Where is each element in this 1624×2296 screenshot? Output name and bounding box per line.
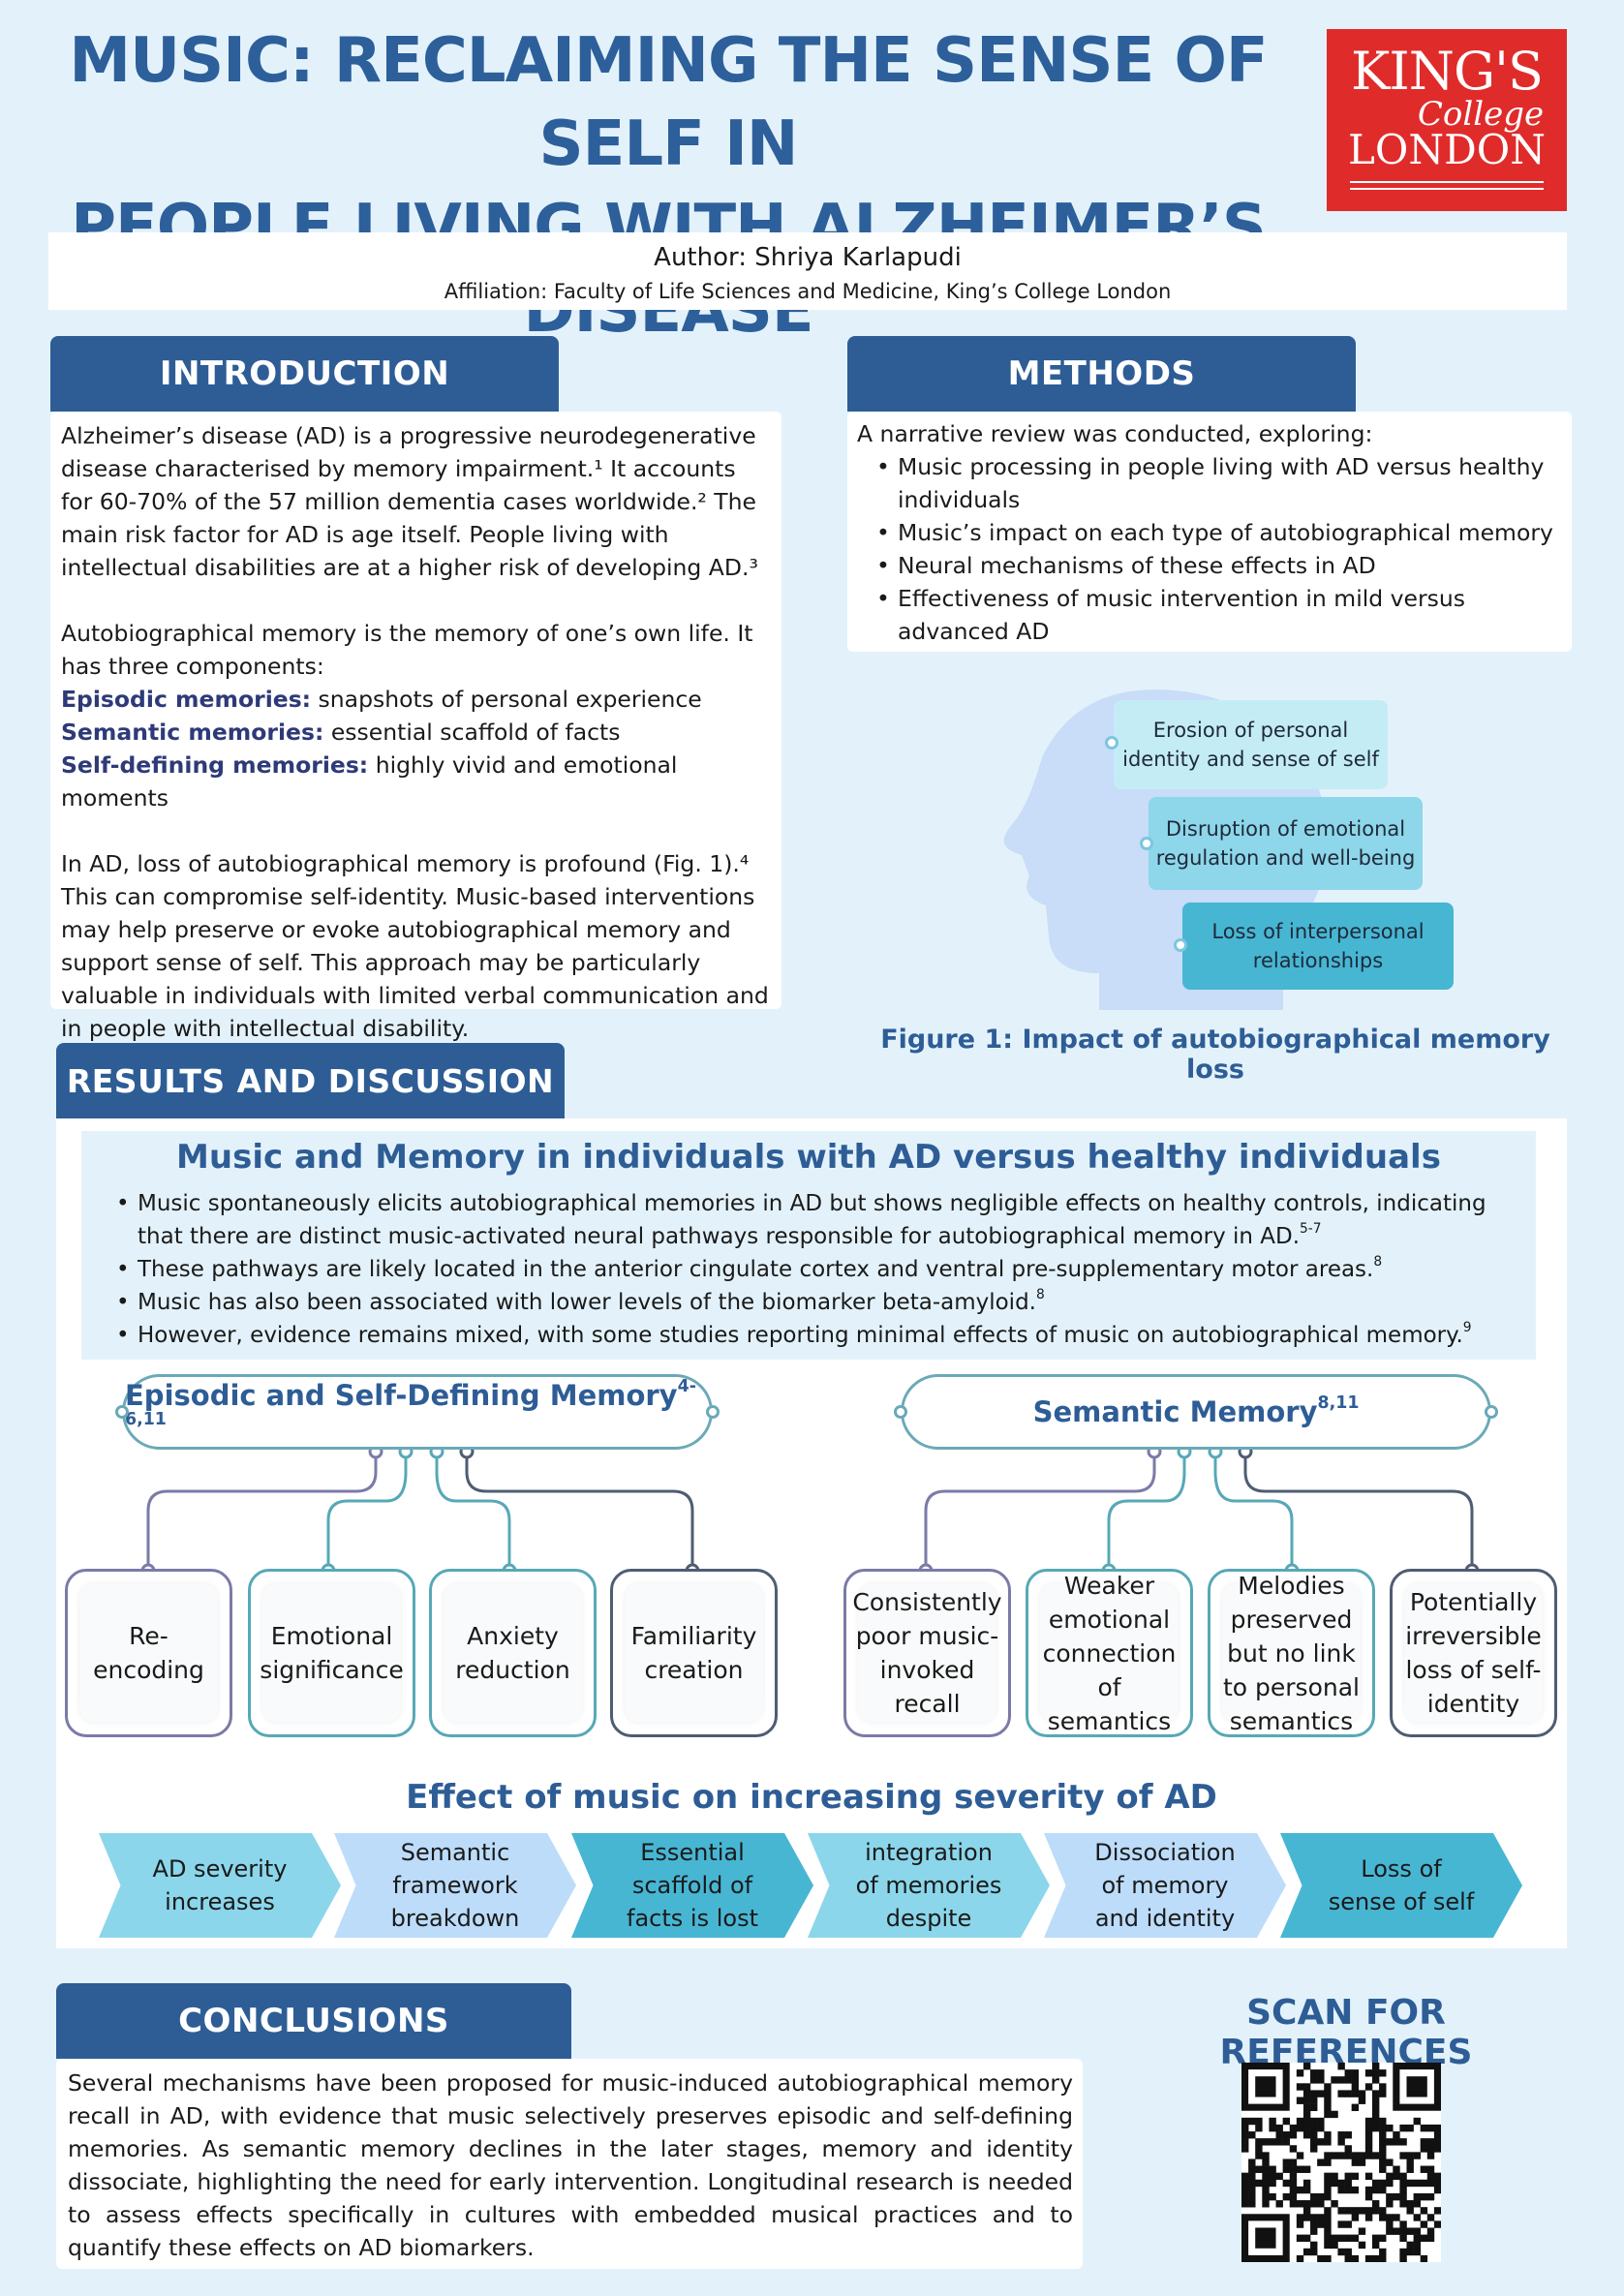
conclusions-text: Several mechanisms have been proposed fo… [68, 2069, 1073, 2261]
references-qr-code[interactable] [1241, 2063, 1442, 2263]
semantic-card: Melodies preserved but no link to person… [1208, 1569, 1375, 1737]
finding-item: Music spontaneously elicits autobiograph… [97, 1187, 1530, 1253]
methods-list: Music processing in people living with A… [857, 450, 1562, 648]
component-episodic: Episodic memories: snapshots of personal… [61, 686, 702, 713]
severity-step: Dissociation of memory and identity [1044, 1833, 1286, 1938]
episodic-card: Anxiety reduction [429, 1569, 597, 1737]
semantic-memory-pill: Semantic Memory8,11 [901, 1374, 1491, 1450]
finding-item: Music has also been associated with lowe… [97, 1286, 1530, 1319]
conclusions-heading: CONCLUSIONS [56, 1983, 571, 2059]
bubble-emotional-regulation: Disruption of emotional regulation and w… [1149, 797, 1423, 890]
methods-heading: METHODS [847, 336, 1356, 412]
methods-item: Effectiveness of music intervention in m… [857, 582, 1562, 648]
scan-references-heading: SCAN FOR REFERENCES [1219, 1993, 1473, 2072]
conclusions-panel: Several mechanisms have been proposed fo… [56, 2059, 1083, 2269]
qr-pattern [1241, 2063, 1442, 2263]
logo-line-1: KING'S [1351, 41, 1544, 102]
pill-dot [1485, 1405, 1498, 1419]
pill-dot [894, 1405, 907, 1419]
title-line-1: MUSIC: RECLAIMING THE SENSE OF SELF IN [69, 25, 1268, 180]
finding-item: However, evidence remains mixed, with so… [97, 1319, 1530, 1352]
severity-step: Essential scaffold of facts is lost [571, 1833, 813, 1938]
methods-item: Neural mechanisms of these effects in AD [857, 549, 1562, 582]
severity-step: No integration of memories despite recal… [808, 1833, 1050, 1938]
music-memory-title: Music and Memory in individuals with AD … [176, 1138, 1441, 1177]
methods-intro: A narrative review was conducted, explor… [857, 420, 1373, 447]
bubble-erosion-identity: Erosion of personal identity and sense o… [1114, 700, 1388, 789]
episodic-title: Episodic and Self-Defining Memory4-6,11 [125, 1376, 696, 1429]
severity-step: Loss of sense of self [1280, 1833, 1522, 1938]
bubble-dot [1105, 736, 1118, 750]
music-memory-list: Music spontaneously elicits autobiograph… [97, 1187, 1530, 1352]
logo-line-2: College [1417, 95, 1545, 134]
severity-step: AD severity increases [99, 1833, 341, 1938]
figure-1-caption: Figure 1: Impact of autobiographical mem… [880, 1025, 1550, 1085]
semantic-card: Consistently poor music-invoked recall [843, 1569, 1011, 1737]
pill-dot [115, 1405, 129, 1419]
bubble-dot [1174, 938, 1187, 952]
author-box: Author: Shriya Karlapudi Affiliation: Fa… [48, 232, 1567, 310]
episodic-card: Re-encoding [65, 1569, 232, 1737]
results-heading: RESULTS AND DISCUSSION [56, 1043, 565, 1118]
episodic-memory-pill: Episodic and Self-Defining Memory4-6,11 [122, 1374, 713, 1450]
severity-step: Semantic framework breakdown [334, 1833, 576, 1938]
bubble-interpersonal: Loss of interpersonal relationships [1182, 903, 1454, 990]
methods-panel: A narrative review was conducted, explor… [847, 412, 1572, 652]
semantic-title: Semantic Memory8,11 [1032, 1393, 1360, 1428]
author-name: Author: Shriya Karlapudi [654, 243, 962, 272]
intro-paragraph-2: Autobiographical memory is the memory of… [61, 620, 753, 680]
intro-paragraph-3: In AD, loss of autobiographical memory i… [61, 850, 769, 1042]
author-affiliation: Affiliation: Faculty of Life Sciences an… [444, 280, 1172, 303]
intro-paragraph-1: Alzheimer’s disease (AD) is a progressiv… [61, 422, 758, 581]
kings-college-logo: KING'S College LONDON [1327, 29, 1567, 211]
component-semantic: Semantic memories: essential scaffold of… [61, 719, 621, 746]
severity-title: Effect of music on increasing severity o… [406, 1778, 1217, 1817]
logo-rule [1350, 181, 1544, 190]
episodic-card: Familiarity creation [610, 1569, 778, 1737]
semantic-card: Potentially irreversible loss of self-id… [1390, 1569, 1557, 1737]
methods-item: Music’s impact on each type of autobiogr… [857, 516, 1562, 549]
episodic-card: Emotional significance [248, 1569, 415, 1737]
semantic-card: Weaker emotional connection of semantics [1026, 1569, 1193, 1737]
logo-line-3: LONDON [1348, 126, 1546, 173]
component-self-defining: Self-defining memories: highly vivid and… [61, 751, 678, 811]
introduction-heading: INTRODUCTION [50, 336, 559, 412]
bubble-dot [1140, 837, 1153, 850]
pill-dot [706, 1405, 720, 1419]
finding-item: These pathways are likely located in the… [97, 1253, 1530, 1286]
methods-item: Music processing in people living with A… [857, 450, 1562, 516]
introduction-panel: Alzheimer’s disease (AD) is a progressiv… [50, 412, 781, 1042]
